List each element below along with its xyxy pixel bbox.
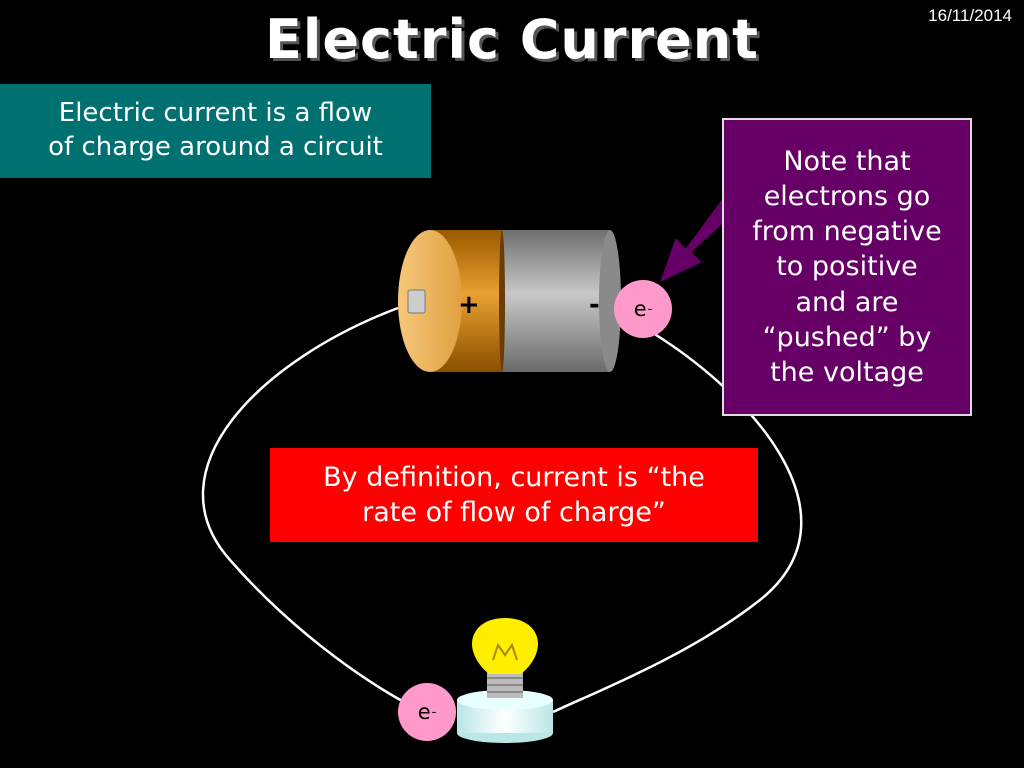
electron-top: e-	[614, 280, 672, 338]
wire-left	[201, 306, 411, 707]
arrow-icon	[660, 197, 723, 282]
electron-charge: -	[647, 301, 653, 317]
definition-line-2: of charge around a circuit	[48, 132, 383, 162]
note-line-4: to positive	[776, 251, 918, 283]
slide-date: 16/11/2014	[928, 6, 1012, 25]
battery-minus-sign: -	[589, 290, 600, 320]
definition-line-1: Electric current is a flow	[58, 98, 373, 129]
note-line-1: Note that	[783, 146, 911, 178]
electron-symbol: e	[633, 297, 647, 321]
rate-line-2: rate of flow of charge”	[362, 497, 666, 528]
battery-plus-sign: +	[458, 290, 480, 320]
page-title: Electric Current	[264, 8, 759, 71]
electron-bottom: e-	[398, 683, 456, 741]
rate-line-1: By definition, current is “the	[323, 461, 705, 493]
light-bulb-icon	[457, 618, 553, 743]
note-line-7: the voltage	[770, 356, 924, 388]
note-line-6: “pushed” by	[762, 321, 932, 353]
note-box: Note that electrons go from negative to …	[722, 118, 972, 416]
battery-icon	[398, 230, 621, 372]
note-line-3: from negative	[752, 216, 942, 248]
note-line-5: and are	[795, 286, 899, 318]
definition-box: Electric current is a flow of charge aro…	[0, 84, 431, 178]
note-line-2: electrons go	[763, 181, 931, 213]
electron-symbol: e	[417, 700, 431, 724]
electron-charge: -	[431, 704, 437, 720]
rate-definition-box: By definition, current is “the rate of f…	[270, 448, 758, 542]
